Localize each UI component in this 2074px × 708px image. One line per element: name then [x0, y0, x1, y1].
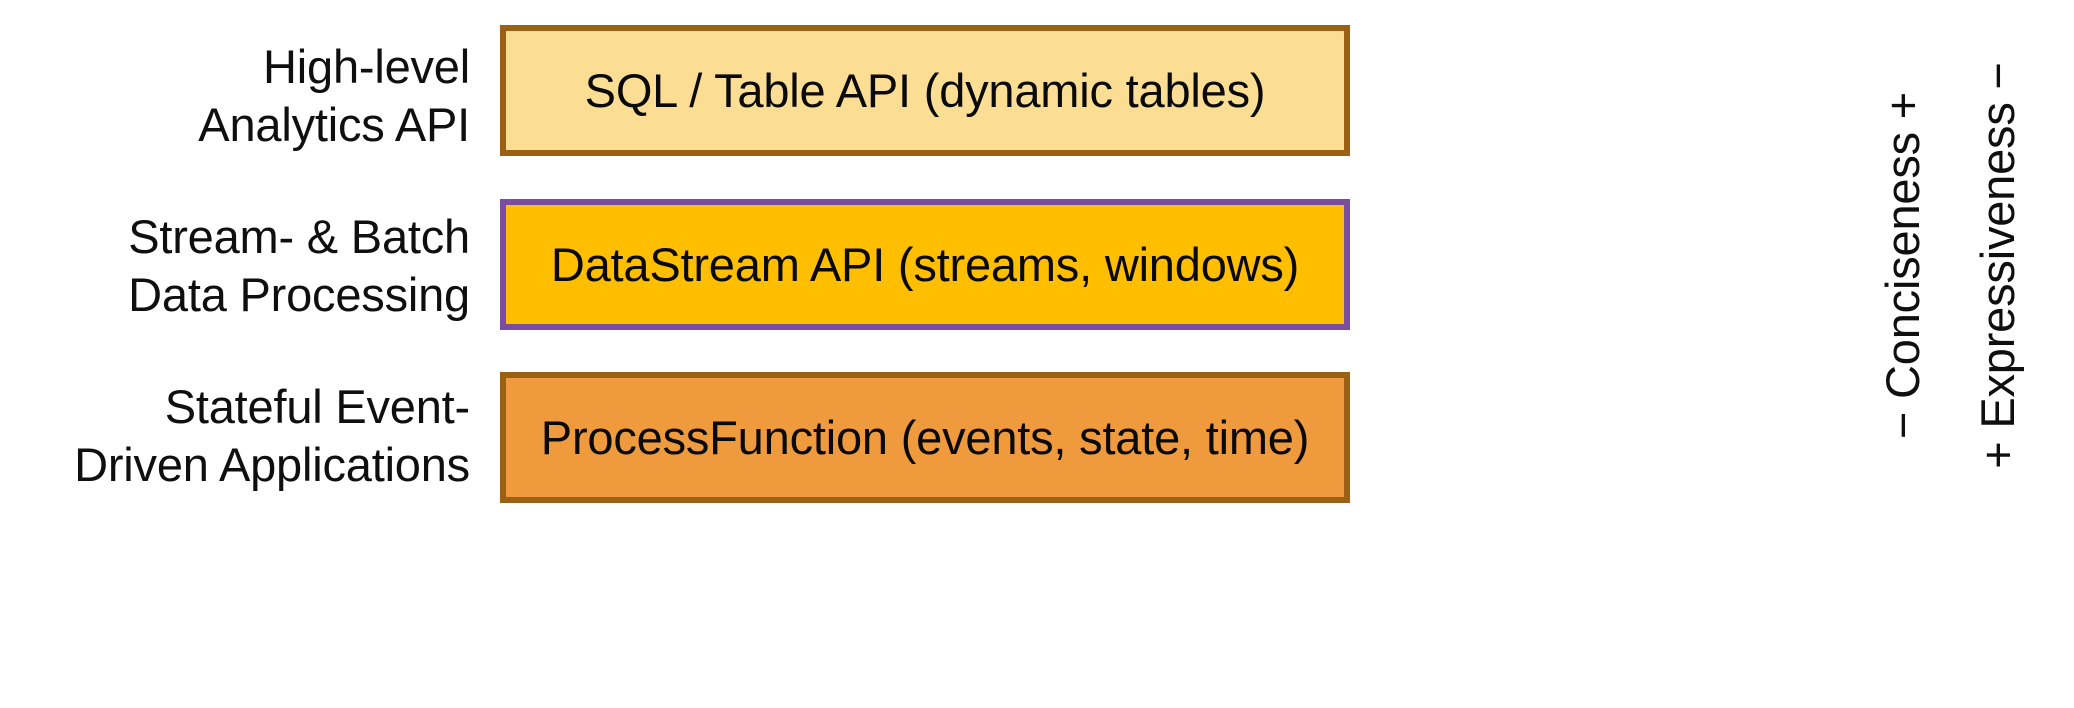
- axis-conciseness: − Conciseness +: [1868, 0, 1938, 530]
- layer-label-high-level-analytics-api: High-level Analytics API: [198, 40, 470, 151]
- axis-expressiveness-label: + Expressiveness −: [1970, 61, 2024, 469]
- layer-label-stateful-event-driven-applications: Stateful Event- Driven Applications: [74, 380, 470, 491]
- layer-box-datastream-api: DataStream API (streams, windows): [500, 199, 1350, 330]
- layer-label-stream-batch-data-processing: Stream- & Batch Data Processing: [128, 210, 470, 321]
- axis-conciseness-label: − Conciseness +: [1876, 91, 1930, 439]
- axis-expressiveness: + Expressiveness −: [1962, 0, 2032, 530]
- layer-box-sql-table-api: SQL / Table API (dynamic tables): [500, 25, 1350, 156]
- layer-box-processfunction: ProcessFunction (events, state, time): [500, 372, 1350, 503]
